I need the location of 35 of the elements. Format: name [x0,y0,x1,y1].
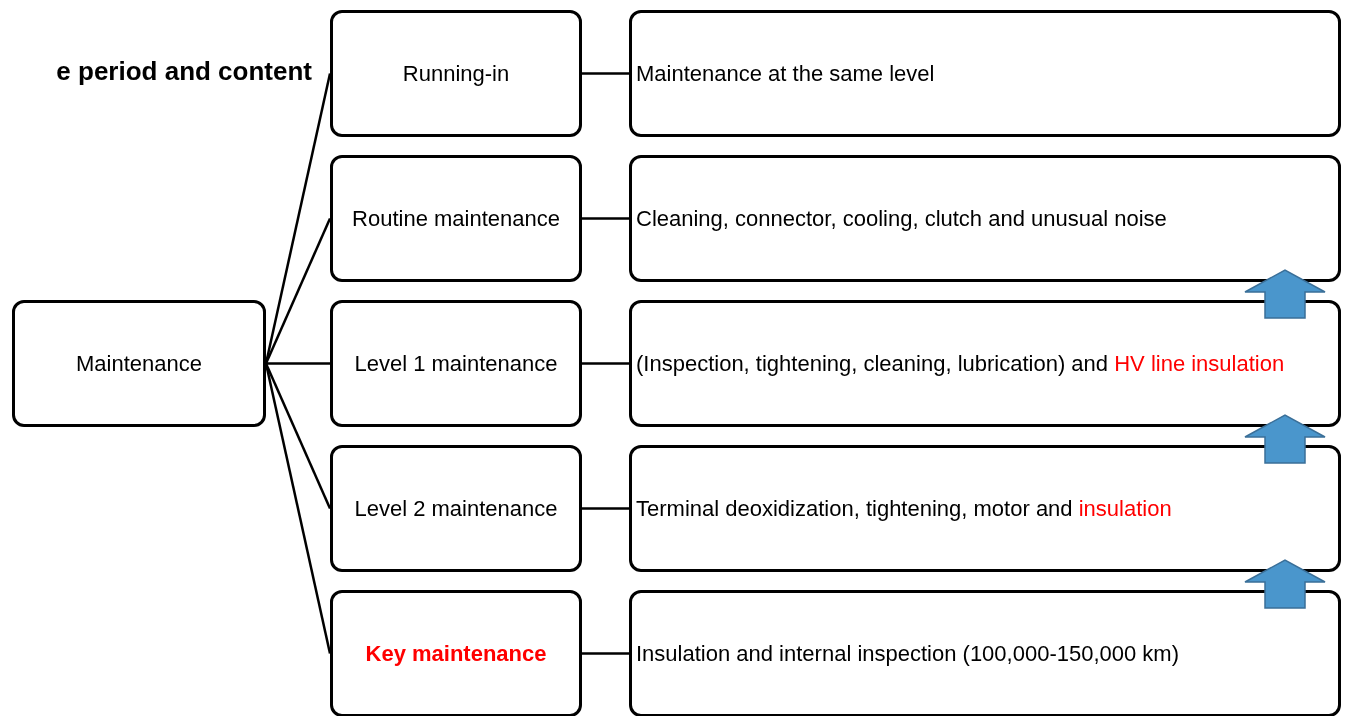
box-text: Insulation and internal inspection (100,000-150,000 km) [636,640,1180,668]
process-box [629,590,1341,716]
connector-line [266,362,330,365]
box-text: Key maintenance [365,640,547,668]
connector-line [582,652,629,655]
process-box [330,445,582,572]
box-text: Level 1 maintenance [354,350,558,378]
connector-line [264,218,332,364]
connector-line [264,363,332,654]
process-box [330,300,582,427]
process-box [330,10,582,137]
process-box [629,10,1341,137]
box-text: Running-in [402,60,510,88]
block-arrow [1244,559,1326,609]
connector-line [264,363,332,509]
box-text: Level 2 maintenance [354,495,558,523]
process-box [12,300,266,427]
connector-line [582,217,629,220]
block-arrow [1244,269,1326,319]
diagram-title: e period and content [56,56,312,87]
connector-line [582,507,629,510]
process-box [330,155,582,282]
process-box [629,155,1341,282]
box-text: Routine maintenance [352,205,560,233]
box-text: Cleaning, connector, cooling, clutch and unusual noise [636,205,1167,233]
block-arrow [1244,414,1326,464]
box-text: (Inspection, tightening, cleaning, lubrication) and HV line insulation [636,350,1285,378]
box-text: Maintenance [76,350,202,378]
connector-line [582,362,629,365]
process-box [629,445,1341,572]
box-text: Terminal deoxidization, tightening, motor and insulation [636,495,1172,523]
box-text: Maintenance at the same level [636,60,935,88]
process-box [330,590,582,716]
process-box [629,300,1341,427]
connector-line [582,72,629,75]
